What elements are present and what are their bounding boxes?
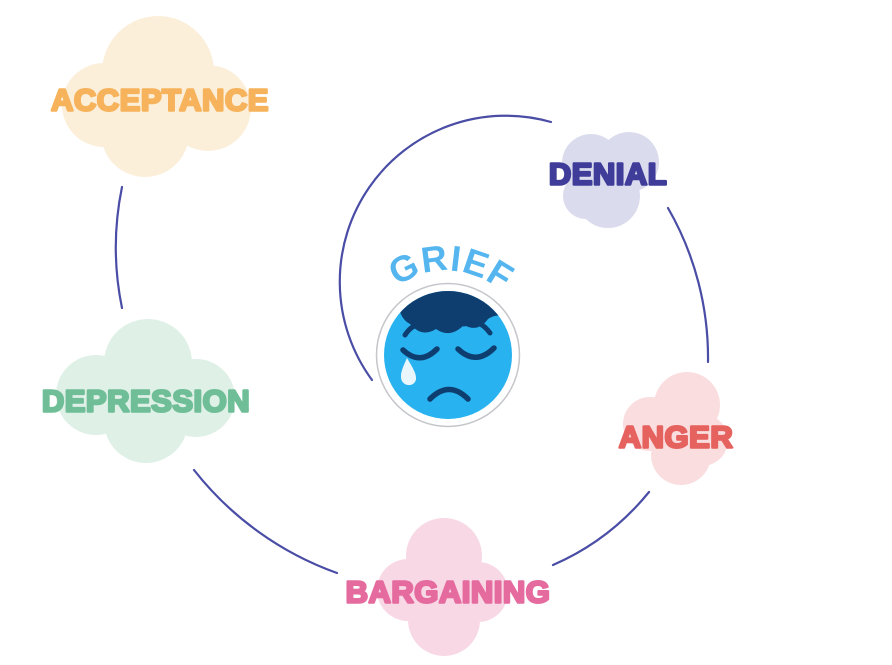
left-eyebrow bbox=[402, 321, 432, 338]
left-eye bbox=[400, 346, 440, 361]
stage-denial: DENIAL bbox=[548, 132, 668, 228]
stage-anger: ANGER bbox=[618, 372, 734, 485]
sad-face-emoji bbox=[375, 282, 521, 428]
arc-center-to-denial bbox=[338, 114, 553, 382]
stage-label-anger: ANGER bbox=[619, 420, 733, 455]
stage-acceptance: ACCEPTANCE bbox=[50, 16, 270, 177]
stage-bargaining: BARGAINING bbox=[344, 518, 551, 656]
stage-label-depression: DEPRESSION bbox=[42, 384, 250, 419]
stage-label-denial: DENIAL bbox=[549, 157, 667, 192]
stage-label-acceptance: ACCEPTANCE bbox=[51, 83, 269, 118]
stage-depression: DEPRESSION bbox=[41, 319, 251, 463]
stage-label-bargaining: BARGAINING bbox=[346, 575, 551, 610]
arc-acceptance-to-depression bbox=[114, 185, 124, 310]
arc-denial-to-anger bbox=[666, 206, 710, 364]
depression-cloud-icon bbox=[56, 319, 235, 463]
grief-center: GRIEF bbox=[375, 233, 524, 428]
mouth bbox=[427, 386, 471, 402]
denial-cloud-icon bbox=[562, 132, 659, 228]
anger-cloud-icon bbox=[623, 372, 728, 485]
arc-depression-to-bargaining bbox=[192, 468, 339, 575]
right-eyebrow bbox=[461, 319, 493, 336]
bargaining-cloud-icon bbox=[377, 518, 508, 656]
arc-anger-to-bargaining bbox=[551, 490, 651, 567]
tear-icon bbox=[400, 358, 417, 386]
acceptance-cloud-icon bbox=[62, 16, 251, 177]
right-eye bbox=[455, 345, 497, 360]
